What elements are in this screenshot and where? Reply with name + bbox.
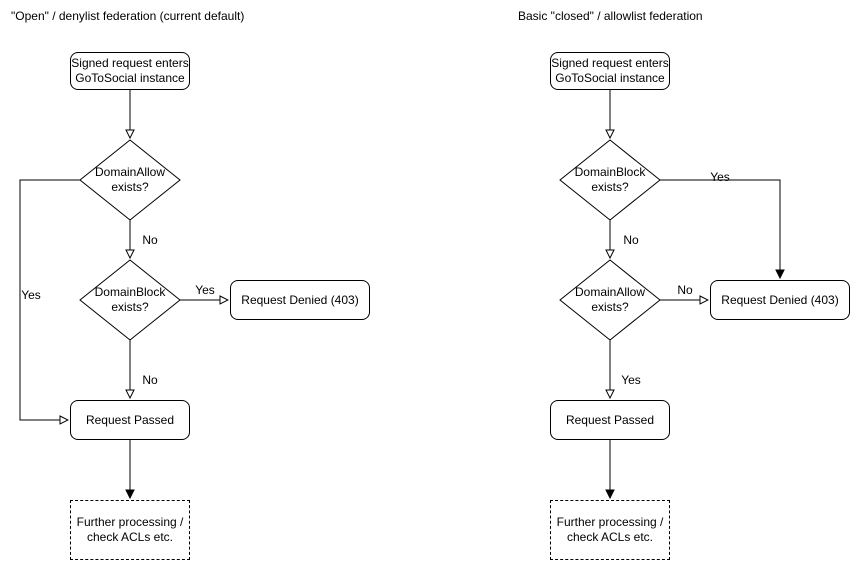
left-domainallow-diamond (79, 139, 181, 221)
left-domainblock-diamond (79, 259, 181, 341)
left-edge-label-block-yes: Yes (195, 283, 215, 297)
right-start-node: Signed request enters GoToSocial instanc… (550, 52, 670, 90)
right-edge-label-allow-no: No (677, 283, 693, 297)
left-chart-title: "Open" / denylist federation (current de… (11, 9, 245, 23)
right-edge-label-block-no: No (623, 233, 639, 247)
right-domainallow-diamond (559, 259, 661, 341)
left-request-denied-node: Request Denied (403) (230, 280, 370, 320)
left-edge-label-allow-no: No (142, 233, 158, 247)
right-request-passed-node: Request Passed (550, 400, 670, 440)
left-request-passed-node: Request Passed (70, 400, 190, 440)
right-edge-domainblock-yes-to-denied (660, 179, 780, 278)
left-edge-label-block-no: No (142, 373, 158, 387)
left-edge-domainallow-yes-to-passed (19, 179, 80, 420)
right-further-processing-node: Further processing / check ACLs etc. (550, 500, 670, 560)
left-further-processing-node: Further processing / check ACLs etc. (70, 500, 190, 560)
left-edge-label-allow-yes: Yes (21, 288, 41, 302)
right-edge-label-allow-yes: Yes (621, 373, 641, 387)
right-request-denied-node: Request Denied (403) (710, 280, 850, 320)
right-domainblock-diamond (559, 139, 661, 221)
right-chart-title: Basic "closed" / allowlist federation (518, 9, 703, 23)
right-edge-label-block-yes: Yes (710, 170, 730, 184)
left-start-node: Signed request enters GoToSocial instanc… (70, 52, 190, 90)
